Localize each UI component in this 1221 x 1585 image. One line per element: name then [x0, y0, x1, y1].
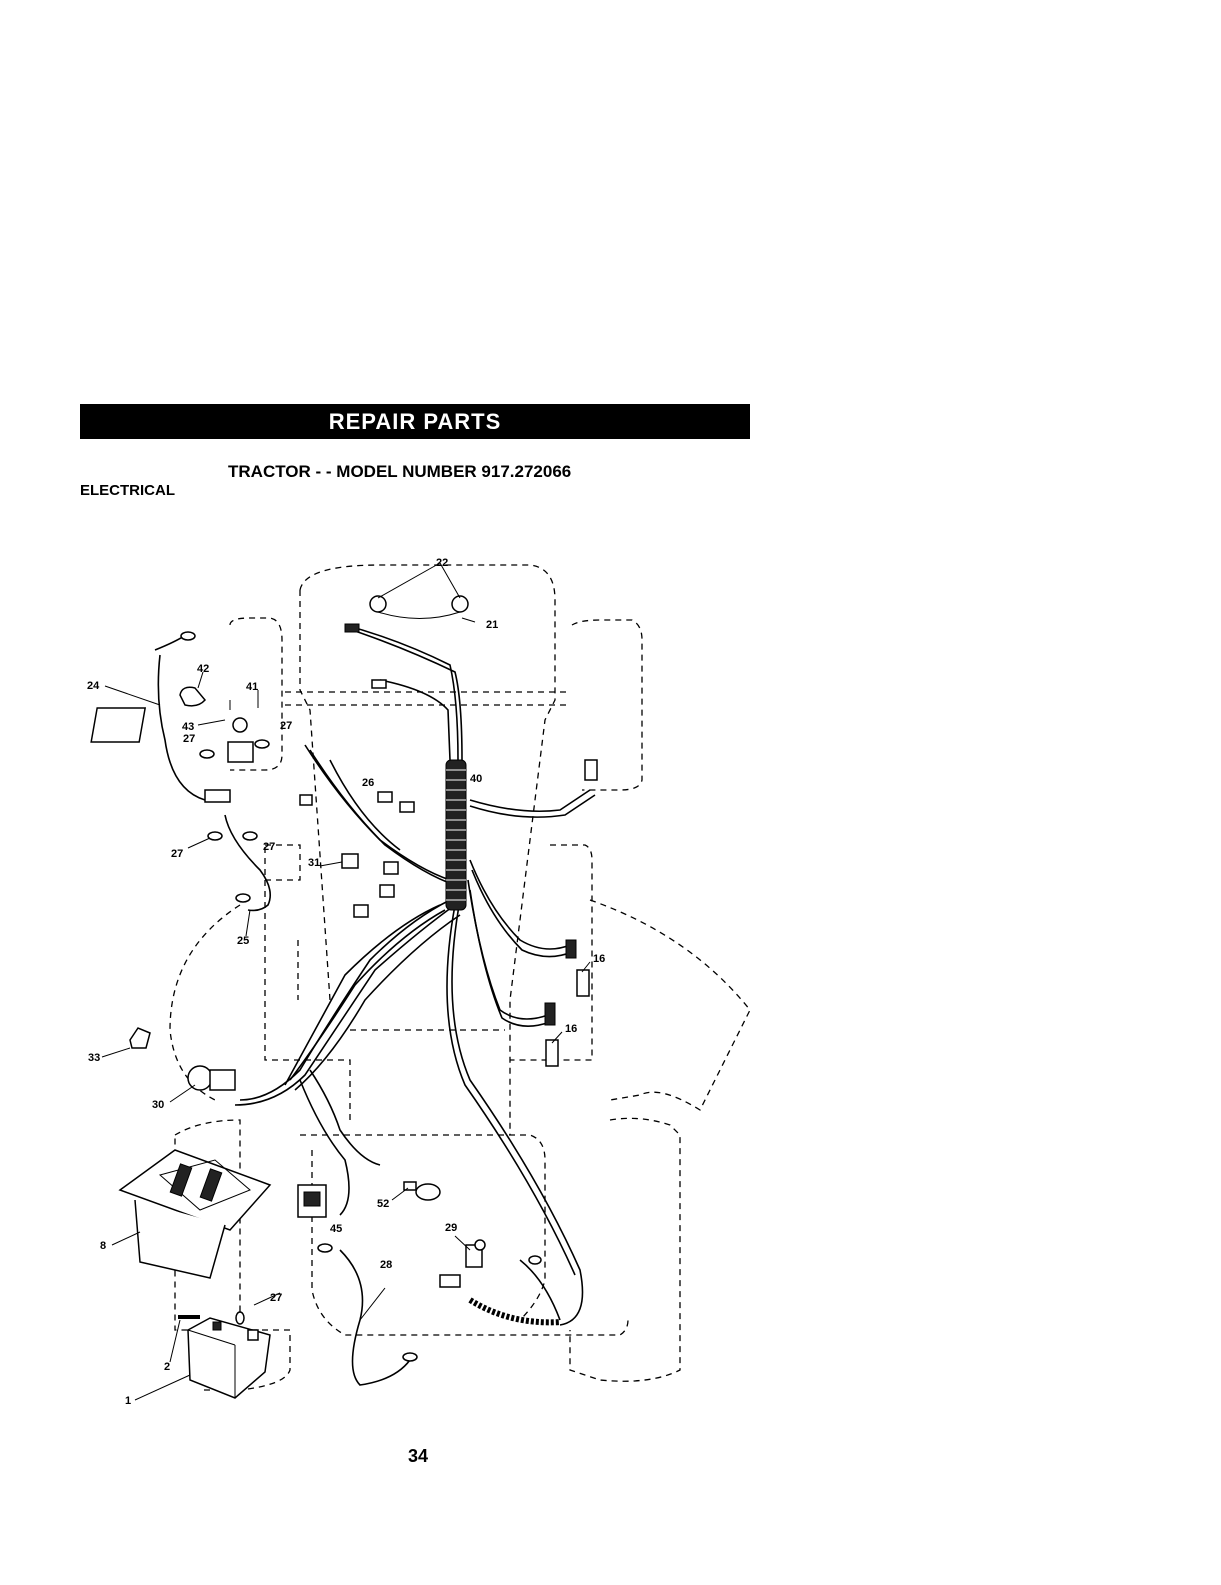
callout-40: 40	[470, 773, 482, 785]
callout-52: 52	[377, 1198, 389, 1210]
callout-21: 21	[486, 619, 498, 631]
callout-2: 2	[164, 1361, 170, 1373]
wire-loom-40	[446, 760, 560, 1322]
callout-22: 22	[436, 557, 448, 569]
wire-harness	[155, 625, 595, 1385]
callout-27c: 27	[171, 848, 183, 860]
solenoid-assembly	[91, 687, 258, 802]
callout-16a: 16	[593, 953, 605, 965]
callout-31: 31	[308, 857, 320, 869]
callout-25: 25	[237, 935, 249, 947]
callout-8: 8	[100, 1240, 106, 1252]
callout-43: 43	[182, 721, 194, 733]
callout-33: 33	[88, 1052, 100, 1064]
callout-27a: 27	[183, 733, 195, 745]
callout-16b: 16	[565, 1023, 577, 1035]
headlights	[345, 596, 468, 688]
callout-41: 41	[246, 681, 258, 693]
page-number: 34	[408, 1446, 428, 1467]
battery-box	[120, 1150, 270, 1278]
callout-45: 45	[330, 1223, 342, 1235]
ignition-switch	[130, 1028, 235, 1090]
callout-29: 29	[445, 1222, 457, 1234]
callout-27d: 27	[263, 841, 275, 853]
callout-27b: 27	[280, 720, 292, 732]
callout-1: 1	[125, 1395, 131, 1407]
callout-28: 28	[380, 1259, 392, 1271]
callout-labels: 1 2 8 16 16 21 22 24 25 26 27 27 27 27 2…	[87, 557, 605, 1407]
callout-26: 26	[362, 777, 374, 789]
callout-24: 24	[87, 680, 100, 692]
callout-27e: 27	[270, 1292, 282, 1304]
callout-42: 42	[197, 663, 209, 675]
callout-30: 30	[152, 1099, 164, 1111]
switches-16	[545, 760, 597, 1066]
battery	[178, 1317, 270, 1398]
